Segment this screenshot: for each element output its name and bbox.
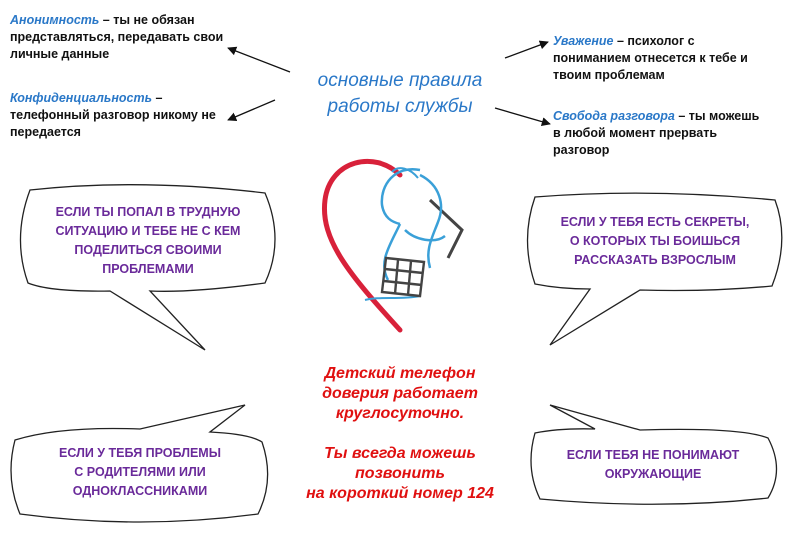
rule-anonymity-text: – ты не обязан представляться, передават… xyxy=(10,13,224,61)
bubble-bottom-right-line: ОКРУЖАЮЩИЕ xyxy=(604,467,702,481)
arrow-to-freedom xyxy=(494,107,551,127)
bubble-top-left: ЕСЛИ ТЫ ПОПАЛ В ТРУДНУЮ СИТУАЦИЮ И ТЕБЕ … xyxy=(34,203,262,279)
bubble-bottom-right-line: ЕСЛИ ТЕБЯ НЕ ПОНИМАЮТ xyxy=(566,448,740,462)
bubble-top-right-shape xyxy=(526,192,783,346)
bubble-top-right-line: ЕСЛИ У ТЕБЯ ЕСТЬ СЕКРЕТЫ, xyxy=(560,215,750,229)
bubble-bottom-left: ЕСЛИ У ТЕБЯ ПРОБЛЕМЫ С РОДИТЕЛЯМИ ИЛИ ОД… xyxy=(20,444,260,501)
message-line: доверия работает xyxy=(322,385,478,402)
rule-freedom: Свобода разговора – ты можешь в любой мо… xyxy=(553,108,768,159)
arrow-to-anonymity xyxy=(227,46,291,73)
arrow-to-confidentiality xyxy=(227,99,276,121)
bubble-bottom-left-line: ОДНОКЛАССНИКАМИ xyxy=(72,484,208,498)
rule-confidentiality-term: Конфиденциальность xyxy=(10,91,153,105)
message-line: на короткий номер 124 xyxy=(306,485,494,502)
bubble-bottom-left-line: С РОДИТЕЛЯМИ ИЛИ xyxy=(74,465,206,479)
rule-respect-text: – психолог с пониманием отнесется к тебе… xyxy=(553,34,748,82)
bubble-bottom-right-shape xyxy=(530,404,778,505)
bubble-top-right-line: РАССКАЗАТЬ ВЗРОСЛЫМ xyxy=(574,253,736,267)
rule-freedom-term: Свобода разговора xyxy=(553,109,675,123)
bubble-top-left-line: ЕСЛИ ТЫ ПОПАЛ В ТРУДНУЮ xyxy=(55,205,241,219)
rule-freedom-text: – ты можешь в любой момент прервать разг… xyxy=(553,109,760,157)
bubble-top-left-shape xyxy=(19,184,276,351)
bubble-top-left-line: СИТУАЦИЮ И ТЕБЕ НЕ С КЕМ xyxy=(55,224,241,238)
bubble-bottom-left-line: ЕСЛИ У ТЕБЯ ПРОБЛЕМЫ xyxy=(59,446,221,460)
arrow-to-respect xyxy=(504,40,549,59)
helpline-message: Детский телефон доверия работает круглос… xyxy=(272,364,528,504)
center-title-line2: работы службы xyxy=(327,96,473,117)
bubble-top-left-line: ПРОБЛЕМАМИ xyxy=(102,262,194,276)
heart-outline xyxy=(321,158,403,333)
phone-keypad xyxy=(380,256,426,298)
helpline-logo xyxy=(321,158,464,333)
rule-confidentiality: Конфиденциальность – телефонный разговор… xyxy=(10,90,225,141)
message-line: Детский телефон xyxy=(324,365,476,382)
rule-respect: Уважение – психолог с пониманием отнесет… xyxy=(553,33,768,84)
bubble-bottom-left-shape xyxy=(10,404,269,523)
rule-confidentiality-text: – телефонный разговор никому не передает… xyxy=(10,91,216,139)
center-title-line1: основные правила xyxy=(317,70,483,91)
message-line: Ты всегда можешь xyxy=(324,445,476,462)
bubble-top-right-line: О КОТОРЫХ ТЫ БОИШЬСЯ xyxy=(569,234,741,248)
rule-anonymity-term: Анонимность xyxy=(10,13,100,27)
rule-anonymity: Анонимность – ты не обязан представлятьс… xyxy=(10,12,235,63)
message-line: позвонить xyxy=(355,465,445,482)
message-line: круглосуточно. xyxy=(335,405,465,422)
bubble-top-right: ЕСЛИ У ТЕБЯ ЕСТЬ СЕКРЕТЫ, О КОТОРЫХ ТЫ Б… xyxy=(538,213,772,270)
rule-respect-term: Уважение xyxy=(553,34,614,48)
bubble-top-left-line: ПОДЕЛИТЬСЯ СВОИМИ xyxy=(74,243,222,257)
center-title: основные правила работы службы xyxy=(285,68,515,120)
bubble-bottom-right: ЕСЛИ ТЕБЯ НЕ ПОНИМАЮТ ОКРУЖАЮЩИЕ xyxy=(540,446,766,484)
